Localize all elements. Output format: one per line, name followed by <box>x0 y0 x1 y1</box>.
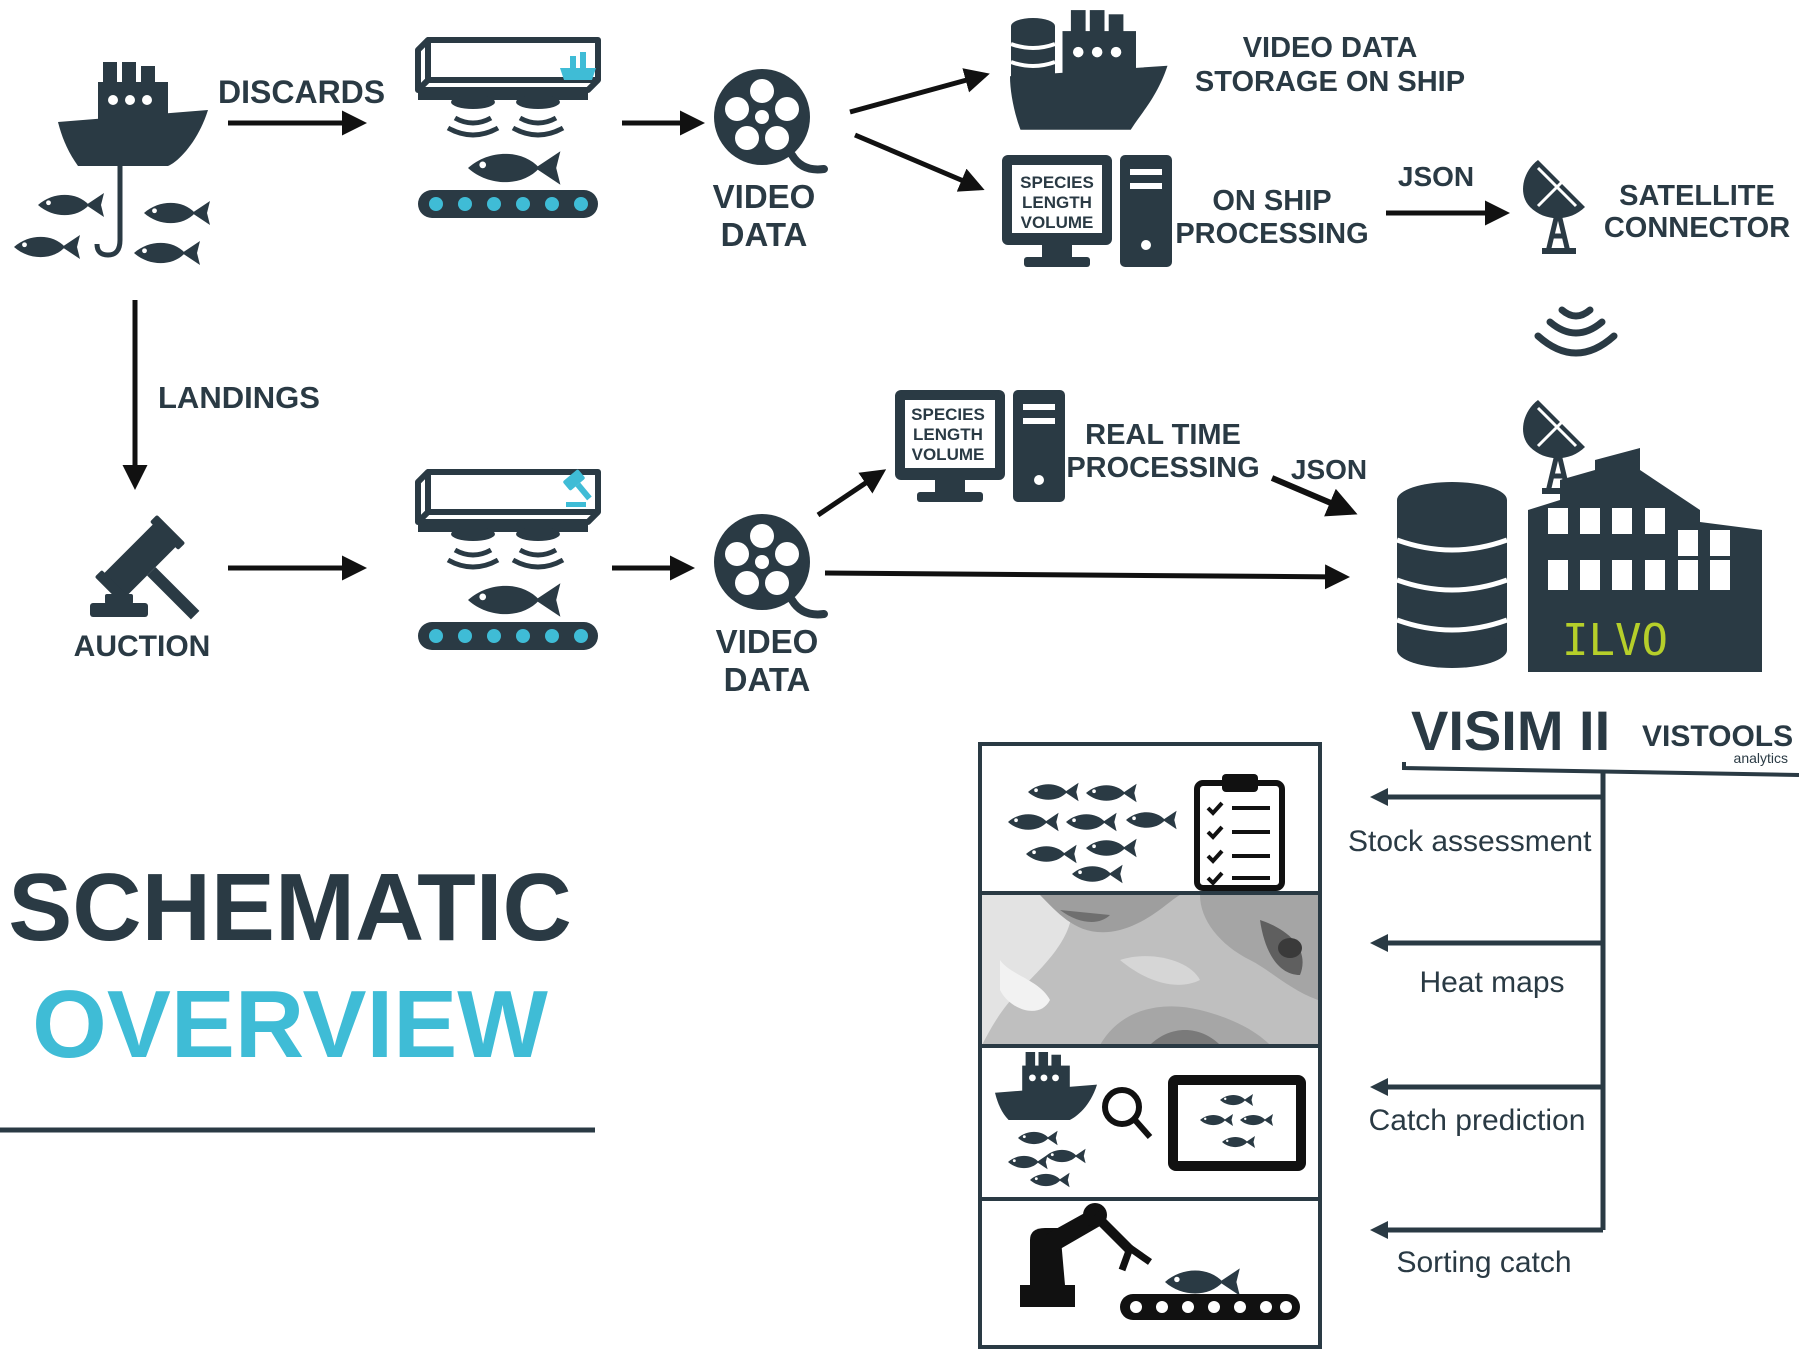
output-sorting-catch: Sorting catch <box>1396 1246 1571 1279</box>
database-icon <box>1397 482 1507 668</box>
title-line1: SCHEMATIC <box>8 854 572 961</box>
onship-label-line1: ON SHIP <box>1212 185 1331 217</box>
video-data-top-line1: VIDEO <box>713 178 816 215</box>
robot-arm-icon <box>1020 1203 1153 1307</box>
screen-species-2: SPECIES <box>911 405 985 424</box>
video-data-bottom-line1: VIDEO <box>716 623 819 660</box>
clipboard-icon <box>1194 774 1285 891</box>
ship-icon <box>995 1052 1097 1120</box>
ship-icon <box>58 62 208 166</box>
output-stock-assessment: Stock assessment <box>1348 825 1592 858</box>
realtime-label-line2: PROCESSING <box>1066 452 1259 484</box>
camera-scanner-icon <box>418 40 598 218</box>
ship-icon <box>1010 10 1168 130</box>
building-icon <box>1528 448 1762 672</box>
conveyor-belt-icon <box>1120 1294 1300 1320</box>
satellite-label-line1: SATELLITE <box>1619 180 1775 212</box>
landings-label: LANDINGS <box>158 380 320 415</box>
database-icon <box>1010 18 1056 80</box>
storage-label-line2: STORAGE ON SHIP <box>1195 66 1465 98</box>
signal-waves-icon <box>1534 306 1618 357</box>
hook-icon <box>94 165 123 258</box>
realtime-label-line1: REAL TIME <box>1085 419 1241 451</box>
satellite-label-line2: CONNECTOR <box>1604 212 1790 244</box>
screen-volume: VOLUME <box>1021 213 1094 232</box>
onship-label-line2: PROCESSING <box>1175 218 1368 250</box>
output-catch-prediction: Catch prediction <box>1369 1104 1586 1137</box>
video-data-bottom-line2: DATA <box>724 661 811 698</box>
ilvo-logo: ILVO <box>1562 615 1668 666</box>
visim-logo: VISIM II <box>1411 699 1610 762</box>
storage-label-line1: VIDEO DATA <box>1243 32 1418 64</box>
video-data-top-line2: DATA <box>721 216 808 253</box>
output-panels <box>978 742 1322 1349</box>
camera-scanner-icon <box>418 469 598 650</box>
json-bottom-label: JSON <box>1291 454 1367 485</box>
screen-length-2: LENGTH <box>913 425 983 444</box>
gavel-icon <box>90 515 200 620</box>
title-line2: OVERVIEW <box>32 971 548 1078</box>
film-reel-icon <box>714 514 824 614</box>
vistools-logo: VISTOOLS <box>1642 720 1793 753</box>
auction-label: AUCTION <box>74 630 211 663</box>
output-connector <box>1380 770 1606 1233</box>
screen-species: SPECIES <box>1020 173 1094 192</box>
vistools-subtitle: analytics <box>1734 750 1788 766</box>
magnifier-icon <box>1102 1087 1153 1139</box>
output-heat-maps: Heat maps <box>1419 966 1564 999</box>
film-reel-icon <box>714 69 824 169</box>
screen-volume-2: VOLUME <box>912 445 985 464</box>
screen-length: LENGTH <box>1022 193 1092 212</box>
discards-label: DISCARDS <box>218 74 385 110</box>
tablet-icon <box>1168 1075 1306 1171</box>
heat-map-image <box>982 895 1318 1045</box>
satellite-dish-icon <box>1523 160 1585 254</box>
json-top-label: JSON <box>1398 161 1474 192</box>
